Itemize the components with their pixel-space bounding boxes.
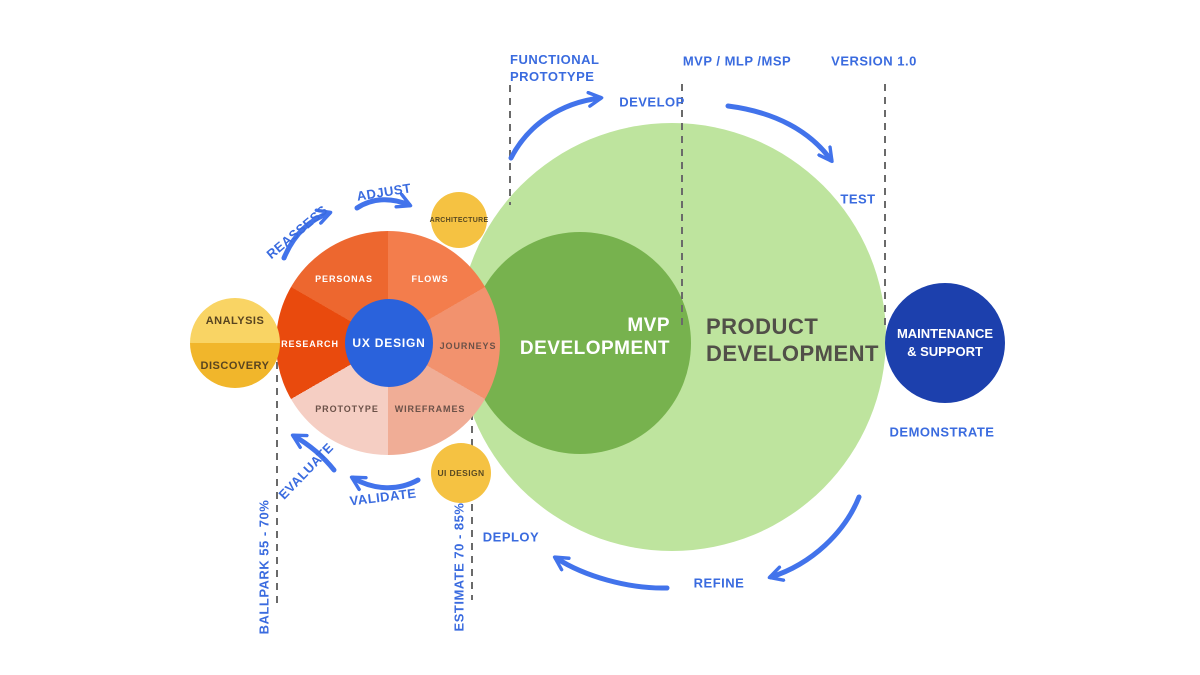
wheel-segment-wireframes: WIREFRAMES [394,404,466,414]
develop-label: DEVELOP [619,94,685,110]
mvp-development-circle [469,232,691,454]
demonstrate-label: DEMONSTRATE [889,424,995,440]
functional-prototype-label: FUNCTIONAL PROTOTYPE [510,52,600,84]
architecture-label: ARCHITECTURE [429,216,489,224]
discovery-half: DISCOVERY [190,343,280,388]
maintenance-support-label: MAINTENANCE & SUPPORT [896,326,994,359]
wheel-segment-flows: FLOWS [411,274,449,284]
wheel-segment-personas: PERSONAS [315,274,373,284]
validate-label: VALIDATE [348,485,418,509]
adjust-label: ADJUST [355,180,413,204]
deploy-arrow [552,555,670,591]
ui-design-label: UI DESIGN [437,468,485,478]
architecture-circle: ARCHITECTURE [429,192,489,248]
analysis-discovery-circle: ANALYSIS DISCOVERY [190,298,280,388]
ux-design-label: UX DESIGN [352,336,426,350]
wheel-segment-research: RESEARCH [281,339,339,349]
analysis-half: ANALYSIS [190,298,280,343]
deploy-label: DEPLOY [482,529,540,545]
ui-design-circle: UI DESIGN [431,443,491,503]
mvp-development-label: MVP DEVELOPMENT [519,315,670,359]
test-label: TEST [840,191,876,207]
wheel-segment-journeys: JOURNEYS [439,341,497,351]
maintenance-support-circle: MAINTENANCE & SUPPORT [885,283,1005,403]
evaluate-label: EVALUATE [275,439,337,503]
discovery-label: DISCOVERY [200,359,270,372]
wheel-segment-prototype: PROTOTYPE [315,404,379,414]
estimate-label: ESTIMATE 70 - 85% [451,502,467,632]
refine-label: REFINE [693,575,745,591]
mvp-mlp-msp-label: MVP / MLP /MSP [682,53,792,69]
ux-design-center-circle: UX DESIGN [345,299,433,387]
ballpark-estimate-label: BALLPARK 55 - 70% [256,499,272,635]
version-1-0-label: VERSION 1.0 [831,53,917,69]
analysis-label: ANALYSIS [205,314,265,327]
product-development-label: PRODUCT DEVELOPMENT [706,314,879,366]
